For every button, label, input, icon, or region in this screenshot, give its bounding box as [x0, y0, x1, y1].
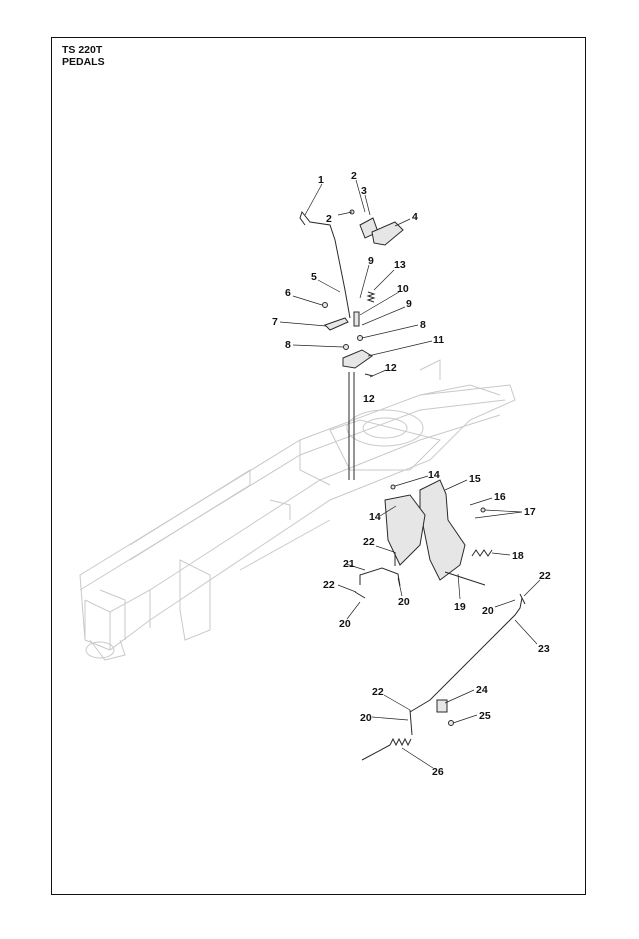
callout-25: 25: [479, 710, 491, 722]
callout-labels: 1 2 2 3 4 5 9 13 6 10 9 7 8 8 11 12 12 1…: [272, 170, 551, 778]
callout-23: 23: [538, 643, 550, 655]
tractor-frame: [79, 359, 516, 661]
model-title: TS 220T: [62, 44, 103, 56]
spring-hook: [361, 744, 391, 761]
callout-21: 21: [343, 558, 355, 570]
callout-17: 17: [524, 506, 536, 518]
spring-part: [366, 291, 376, 303]
callout-9b: 9: [406, 298, 412, 310]
callout-6: 6: [285, 287, 291, 299]
section-title: PEDALS: [62, 56, 105, 68]
callout-9a: 9: [368, 255, 374, 267]
callout-8a: 8: [420, 319, 426, 331]
callout-16: 16: [494, 491, 506, 503]
callout-26: 26: [432, 766, 444, 778]
drawing-border: [51, 37, 586, 895]
callout-15: 15: [469, 473, 481, 485]
callout-20a: 20: [398, 596, 410, 608]
pin-22d: [409, 709, 413, 736]
callout-2b: 2: [326, 213, 332, 225]
callout-8b: 8: [285, 339, 291, 351]
pin-part: [364, 373, 374, 377]
clamp-part: [436, 699, 448, 713]
callout-19: 19: [454, 601, 466, 613]
callout-24: 24: [476, 684, 488, 696]
callout-11: 11: [433, 334, 444, 346]
bolt-part: [390, 484, 396, 490]
spring-26: [389, 737, 412, 747]
callout-22d: 22: [372, 686, 384, 698]
callout-14a: 14: [428, 469, 440, 481]
pin-22b: [354, 591, 366, 599]
bolt-part-2: [480, 507, 486, 513]
pedal-lever-rod: [299, 210, 351, 319]
callout-12b: 12: [363, 393, 375, 405]
shaft-part: [444, 571, 486, 586]
spring-18: [471, 549, 493, 557]
bushing-part: [353, 311, 360, 327]
pedal-bracket: [419, 479, 466, 581]
callout-2a: 2: [351, 170, 357, 182]
callout-22c: 22: [323, 579, 335, 591]
pedal-cover: [371, 221, 404, 246]
nut-25: [448, 720, 454, 726]
callout-13: 13: [394, 259, 406, 271]
callout-20c: 20: [339, 618, 351, 630]
callout-1: 1: [318, 174, 324, 186]
washer-part-2: [357, 335, 363, 341]
nut-part: [322, 302, 328, 308]
callout-20d: 20: [360, 712, 372, 724]
callout-20b: 20: [482, 605, 494, 617]
callout-22b: 22: [539, 570, 551, 582]
callout-7: 7: [272, 316, 278, 328]
callout-3: 3: [361, 185, 367, 197]
washer-part-3: [343, 344, 349, 350]
callout-18: 18: [512, 550, 524, 562]
bracket-part: [342, 349, 373, 369]
callout-4: 4: [412, 211, 418, 223]
callout-22a: 22: [363, 536, 375, 548]
callout-5: 5: [311, 271, 317, 283]
pin-22c: [519, 593, 526, 605]
link-rod: [359, 567, 401, 587]
callout-12a: 12: [385, 362, 397, 374]
pedal-bracket-left: [384, 494, 426, 566]
callout-14b: 14: [369, 511, 381, 523]
leader-lines: [279, 179, 541, 769]
callout-10: 10: [397, 283, 409, 295]
long-rod: [409, 597, 523, 713]
lever-plate: [324, 317, 349, 331]
